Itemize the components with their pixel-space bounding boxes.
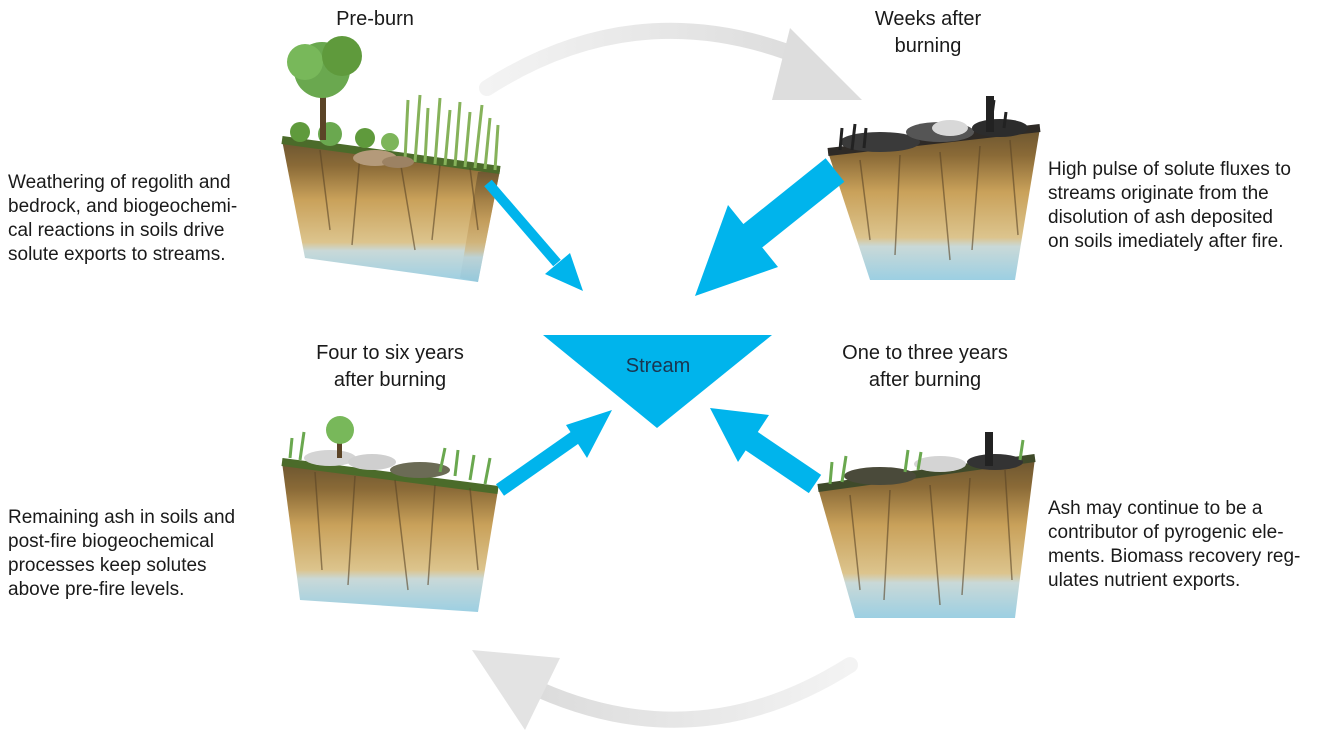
description-line: bedrock, and biogeochemi- [8,196,238,217]
flux-arrow-four-to-six [495,410,612,496]
description-one-to-three: Ash may continue to be a contributor of … [1048,497,1300,593]
description-line: High pulse of solute fluxes to [1048,159,1291,180]
description-line: disolution of ash deposited [1048,207,1273,228]
title-weeks-after-line: Weeks after [874,8,982,30]
description-line: on soils imediately after fire. [1048,231,1284,252]
title-one-to-three: One to three years after burning [810,340,1040,394]
description-line: contributor of pyrogenic ele- [1048,522,1284,543]
description-line: Weathering of regolith and [8,172,231,193]
description-line: ulates nutrient exports. [1048,570,1241,591]
soil-block-regrowth-icon [281,416,499,612]
title-four-to-six: Four to six years after burning [290,340,490,394]
stream-triangle [543,335,772,428]
title-weeks-after-line: burning [894,35,962,57]
title-one-to-three-line: One to three years [842,342,1008,364]
soil-block-burned-icon [827,96,1041,280]
description-line: ments. Biomass recovery reg- [1048,546,1301,567]
title-weeks-after: Weeks after burning [848,6,1008,60]
title-four-to-six-line: Four to six years [316,342,464,364]
cycle-arrow-top [479,22,862,100]
title-four-to-six-line: after burning [333,369,447,391]
description-four-to-six: Remaining ash in soils and post-fire bio… [8,506,235,602]
description-line: Ash may continue to be a [1048,498,1263,519]
description-line: Remaining ash in soils and [8,507,236,528]
description-line: post-fire biogeochemical [8,531,214,552]
title-one-to-three-line: after burning [868,369,982,391]
stream-label: Stream [625,355,691,377]
soil-block-recovering-icon [817,432,1036,618]
cycle-arrow-bottom [472,650,858,730]
soil-block-forest-icon [281,36,501,282]
description-line: cal reactions in soils drive [8,220,225,241]
description-line: streams originate from the [1048,183,1269,204]
flux-arrow-one-to-three [710,408,822,494]
title-pre-burn: Pre-burn [336,8,414,30]
flux-arrow-weeks-after [695,158,845,296]
description-line: above pre-fire levels. [8,579,185,600]
description-pre-burn: Weathering of regolith and bedrock, and … [8,171,237,267]
description-weeks-after: High pulse of solute fluxes to streams o… [1048,158,1291,254]
description-line: processes keep solutes [8,555,207,576]
flux-arrow-pre-burn [484,179,583,291]
description-line: solute exports to streams. [8,244,226,265]
